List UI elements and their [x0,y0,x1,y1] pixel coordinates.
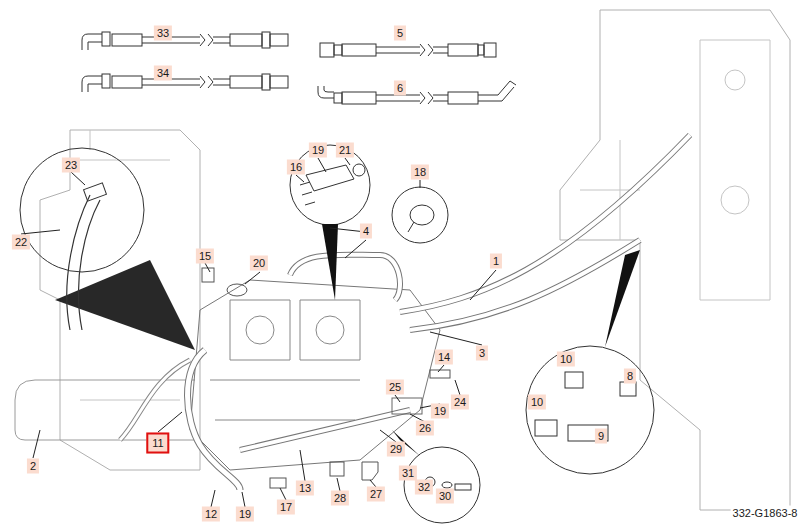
callout-number: 34 [154,66,172,81]
callout-number: 6 [394,81,406,96]
callout-number: 30 [436,489,454,504]
callout-number: 2 [27,459,39,474]
callout-number: 8 [624,369,636,384]
figure-code: 332-G1863-8 [731,506,800,521]
callout-number: 29 [387,442,405,457]
callout-number: 12 [202,507,220,522]
callout-number: 27 [367,487,385,502]
callout-number: 19 [236,507,254,522]
callout-number: 18 [411,165,429,180]
callout-number: 14 [435,350,453,365]
callout-number: 22 [12,235,30,250]
callout-number: 15 [196,249,214,264]
callout-number: 26 [416,421,434,436]
callout-number: 4 [360,224,372,239]
callout-number: 33 [154,26,172,41]
callout-number: 28 [331,491,349,506]
callout-number: 9 [595,429,607,444]
callout-number: 10 [528,395,546,410]
callout-number: 23 [62,158,80,173]
callout-number: 32 [415,480,433,495]
callout-number: 13 [296,481,314,496]
callout-number: 19 [309,143,327,158]
callout-number: 24 [451,395,469,410]
callout-number: 10 [557,352,575,367]
callout-number: 17 [277,500,295,515]
callout-number: 1 [490,254,502,269]
callout-number: 3 [476,346,488,361]
callout-number: 11 [146,433,169,454]
callout-number: 19 [431,404,449,419]
callout-number: 5 [394,26,406,41]
callout-number: 20 [250,256,268,271]
callout-number: 31 [399,466,417,481]
callout-number: 25 [386,380,404,395]
callout-number: 21 [336,143,354,158]
callout-number: 16 [287,160,305,175]
